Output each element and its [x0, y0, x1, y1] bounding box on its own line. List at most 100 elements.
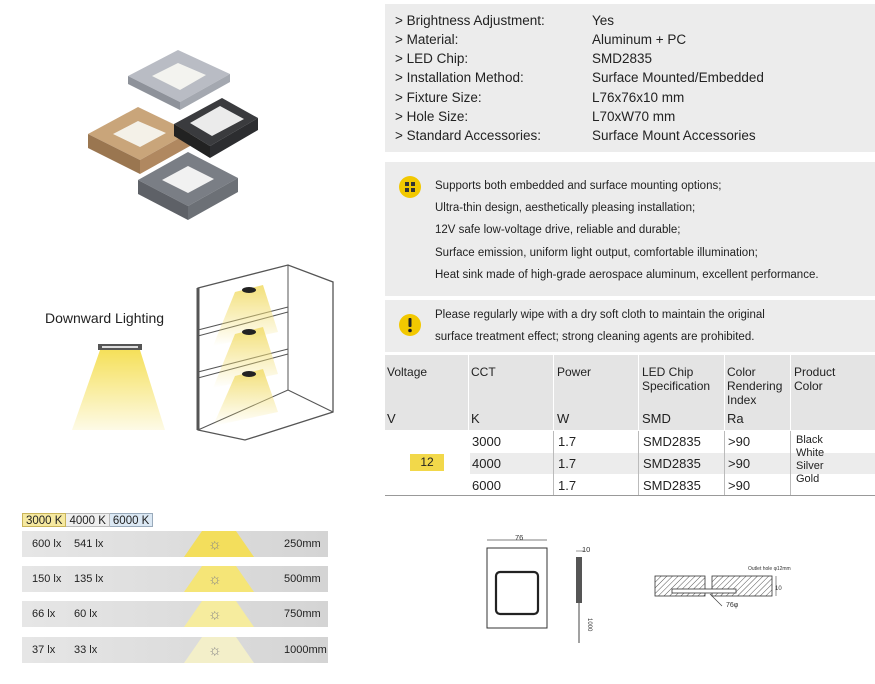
table-row: 6000 1.7 SMD2835 >90 [470, 475, 875, 496]
lux-a: 600 lx [32, 538, 62, 550]
spec-row: > Installation Method: Surface Mounted/Em… [395, 68, 764, 87]
spec-row: > LED Chip: SMD2835 [395, 49, 652, 68]
spec-value: Aluminum + PC [592, 32, 687, 47]
sun-icon: ☼ [208, 606, 222, 623]
care-text: Please regularly wipe with a dry soft cl… [435, 309, 765, 321]
spec-row: > Hole Size:L70xW70 mm [395, 107, 675, 126]
cell-chip: SMD2835 [643, 478, 701, 493]
spec-value: Yes [592, 13, 615, 28]
spec-value: SMD2835 [592, 51, 653, 66]
table-header [385, 355, 875, 430]
side-dim: 10 [582, 545, 591, 554]
features-panel: Supports both embedded and surface mount… [385, 162, 875, 296]
tab-6000k[interactable]: 6000 K [109, 513, 154, 527]
lux-distance: 1000mm [284, 644, 327, 656]
lux-distance: 750mm [284, 608, 321, 620]
table-row: 4000 1.7 SMD2835 >90 [470, 453, 875, 474]
lux-distance: 250mm [284, 538, 321, 550]
spec-label: > Material: [395, 32, 459, 47]
feature-item: Ultra-thin design, aesthetically pleasin… [435, 202, 696, 214]
cutout-drawing [654, 575, 777, 607]
cell-power: 1.7 [558, 434, 577, 449]
cell-power: 1.7 [558, 456, 577, 471]
cell-cri: >90 [728, 456, 751, 471]
lux-row: ☼ 66 lx 60 lx 750mm [22, 601, 328, 627]
unit-cct: K [471, 411, 480, 426]
th-chip: LED Chip Specification [642, 365, 711, 393]
outlet-label: Outlet hole φ12mm [748, 566, 791, 572]
feature-item: Heat sink made of high-grade aerospace a… [435, 269, 819, 281]
gold-light [88, 107, 190, 174]
th-cct: CCT [471, 365, 496, 379]
unit-voltage: V [387, 411, 396, 426]
th-power: Power [557, 365, 592, 379]
spec-row: > Brightness Adjustment: Yes [395, 11, 614, 30]
features-icon [399, 176, 421, 198]
lux-a: 150 lx [32, 573, 62, 585]
unit-power: W [557, 411, 570, 426]
front-dim: 76 [515, 533, 524, 542]
table-row: 3000 1.7 SMD2835 >90 [470, 431, 875, 452]
spec-value: L76x76x10 mm [592, 90, 685, 105]
cut-dim: 10 [775, 586, 782, 592]
voltage-badge: 12 [410, 454, 444, 471]
black-light [174, 98, 258, 158]
cell-chip: SMD2835 [643, 456, 701, 471]
spec-table: Voltage CCT Power LED Chip Specification… [385, 355, 875, 496]
cct-tabs: 3000 K 4000 K 6000 K [22, 513, 154, 527]
lux-b: 541 lx [74, 538, 104, 550]
unit-cri: Ra [727, 411, 744, 426]
spec-label: > Brightness Adjustment: [395, 13, 545, 28]
th-color: Product Color [794, 365, 836, 393]
spec-panel: > Brightness Adjustment: Yes > Material: A… [385, 4, 875, 152]
th-voltage: Voltage [387, 365, 428, 379]
lux-b: 60 lx [74, 608, 98, 620]
hole-dim: 76φ [726, 602, 739, 609]
side-view-drawing [576, 550, 584, 643]
spec-value: Surface Mounted/Embedded [592, 70, 764, 85]
sun-icon: ☼ [208, 642, 222, 659]
front-view-drawing [486, 539, 548, 629]
care-text: surface treatment effect; strong cleanin… [435, 331, 755, 343]
spec-row: > Material: Aluminum + PC [395, 30, 686, 49]
spec-value: Surface Mount Accessories [592, 128, 756, 143]
spec-label: > Fixture Size: [395, 90, 482, 105]
cell-cct: 6000 [472, 478, 501, 493]
th-cri: Color Rendering Index [727, 365, 783, 407]
silver-light [128, 50, 230, 110]
color-white: White [796, 447, 825, 459]
feature-item: Supports both embedded and surface mount… [435, 180, 722, 192]
lux-b: 135 lx [74, 573, 104, 585]
lux-b: 33 lx [74, 644, 98, 656]
lux-distance: 500mm [284, 573, 321, 585]
color-black: Black [796, 434, 823, 446]
spec-row: > Fixture Size: L76x76x10 mm [395, 88, 684, 107]
spec-label: > Standard Accessories: [395, 128, 541, 143]
lux-row: ☼ 150 lx 135 lx 500mm [22, 566, 328, 592]
gray-light [138, 152, 238, 220]
tab-4000k[interactable]: 4000 K [66, 513, 110, 527]
lux-a: 37 lx [32, 644, 56, 656]
unit-chip: SMD [642, 411, 671, 426]
spec-row: > Standard Accessories: Surface Mount Acc… [395, 126, 756, 145]
cell-cri: >90 [728, 478, 751, 493]
sun-icon: ☼ [208, 571, 222, 588]
spec-value: L70xW70 mm [592, 109, 676, 124]
product-photo [88, 50, 258, 220]
downlight-illustration [72, 344, 165, 430]
cabinet-illustration [196, 264, 334, 441]
feature-item: 12V safe low-voltage drive, reliable and… [435, 224, 681, 236]
cell-cct: 3000 [472, 434, 501, 449]
lux-row: ☼ 37 lx 33 lx 1000mm [22, 637, 328, 663]
cell-chip: SMD2835 [643, 434, 701, 449]
cell-cri: >90 [728, 434, 751, 449]
spec-label: > Installation Method: [395, 70, 524, 85]
color-silver: Silver [796, 460, 824, 472]
color-list: Black White Silver Gold [796, 434, 824, 486]
warning-icon [399, 314, 421, 336]
tab-3000k[interactable]: 3000 K [22, 513, 67, 527]
downward-label: Downward Lighting [45, 310, 165, 326]
cell-cct: 4000 [472, 456, 501, 471]
care-panel: Please regularly wipe with a dry soft cl… [385, 300, 875, 352]
spec-label: > LED Chip: [395, 51, 469, 66]
